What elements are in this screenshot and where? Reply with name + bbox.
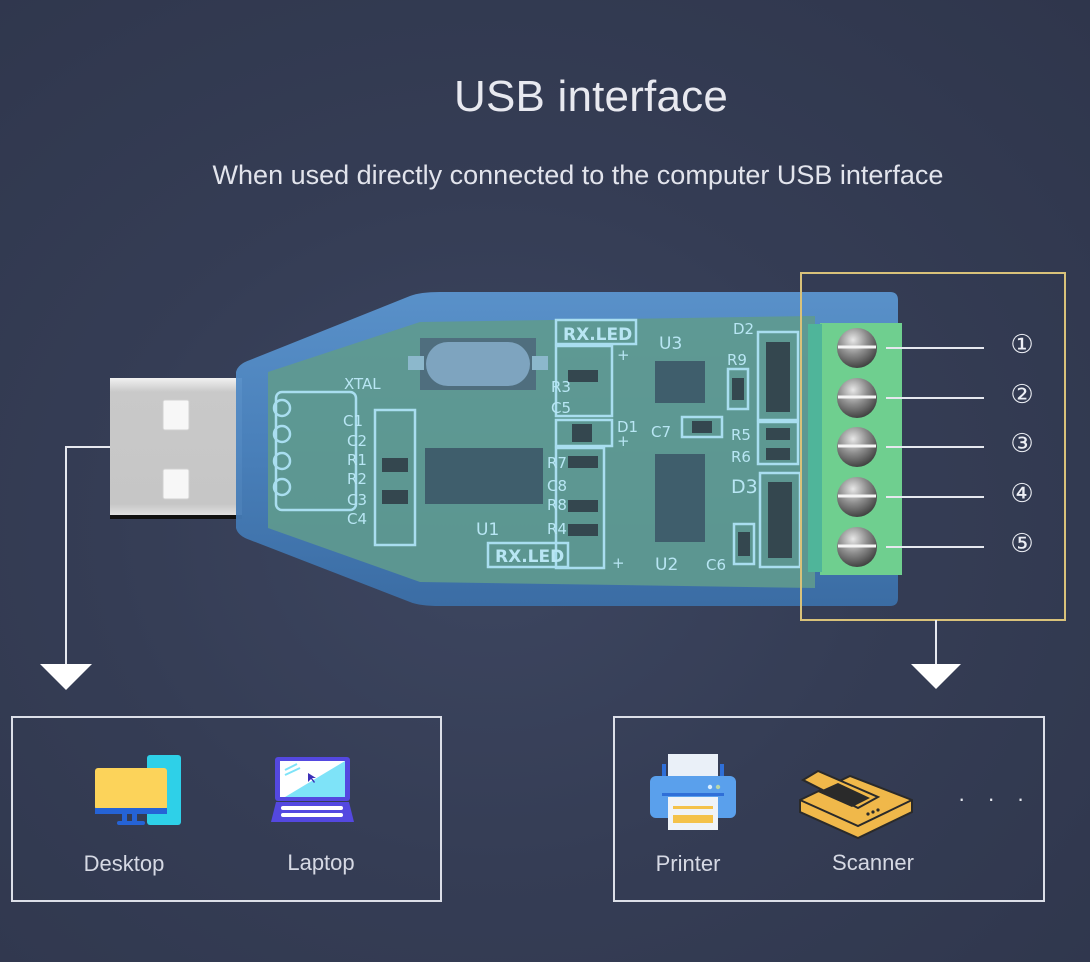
label-c3: C3 bbox=[347, 491, 367, 509]
label-u3: U3 bbox=[659, 334, 682, 354]
label-c7: C7 bbox=[651, 423, 671, 441]
label-c4: C4 bbox=[347, 510, 367, 528]
label-c1: C1 bbox=[343, 412, 363, 430]
arrow-down-icon bbox=[911, 664, 961, 689]
serial-devices-box bbox=[613, 716, 1045, 902]
label-r6: R6 bbox=[731, 448, 751, 466]
label-d3: D3 bbox=[731, 476, 758, 498]
desktop-icon bbox=[95, 755, 181, 825]
label-xtal: XTAL bbox=[344, 375, 381, 393]
label-r2: R2 bbox=[347, 470, 367, 488]
more-devices-ellipsis: · · · bbox=[958, 786, 1033, 811]
device-label-laptop: Laptop bbox=[287, 850, 355, 875]
device-label-desktop: Desktop bbox=[83, 851, 165, 876]
host-connector-arrow bbox=[40, 446, 112, 690]
label-plus: + bbox=[617, 432, 630, 450]
label-d1: D1 bbox=[617, 418, 638, 436]
label-rx-led-bottom: RX.LED bbox=[495, 547, 564, 567]
label-r5: R5 bbox=[731, 426, 751, 444]
label-c2: C2 bbox=[347, 432, 367, 450]
label-c6: C6 bbox=[706, 556, 726, 574]
pin-label-3: ③ bbox=[1010, 429, 1034, 459]
label-r4: R4 bbox=[547, 520, 567, 538]
terminal-block bbox=[808, 323, 984, 575]
label-d2: D2 bbox=[733, 320, 754, 338]
pin-label-5: ⑤ bbox=[1010, 529, 1034, 559]
label-r9: R9 bbox=[727, 351, 747, 369]
label-r1: R1 bbox=[347, 451, 367, 469]
label-c8: C8 bbox=[547, 477, 567, 495]
label-r3: R3 bbox=[551, 378, 571, 396]
arrow-down-icon bbox=[40, 664, 92, 690]
label-plus: + bbox=[617, 346, 630, 364]
device-label-scanner: Scanner bbox=[832, 850, 914, 875]
printer-icon bbox=[650, 754, 736, 830]
usb-plug bbox=[110, 378, 242, 519]
host-devices-box bbox=[11, 716, 442, 902]
scanner-icon bbox=[799, 769, 913, 840]
page-title: USB interface bbox=[453, 72, 729, 121]
page-subtitle: When used directly connected to the comp… bbox=[212, 160, 944, 190]
label-c5: C5 bbox=[551, 399, 571, 417]
label-r8: R8 bbox=[547, 496, 567, 514]
laptop-icon bbox=[271, 757, 354, 822]
cursor-icon bbox=[308, 773, 316, 783]
label-plus: + bbox=[612, 554, 625, 572]
pin-label-1: ① bbox=[1010, 330, 1034, 360]
label-u1: U1 bbox=[476, 520, 499, 540]
pin-label-4: ④ bbox=[1010, 479, 1034, 509]
label-u2: U2 bbox=[655, 555, 678, 575]
adapter-shell: XTAL C1 C2 R1 R2 C3 C4 U1 U3 U2 RX.LED R… bbox=[236, 292, 898, 606]
device-label-printer: Printer bbox=[655, 851, 721, 876]
label-rx-led-top: RX.LED bbox=[563, 325, 632, 345]
terminal-highlight-frame bbox=[800, 272, 1066, 621]
terminal-screws bbox=[837, 328, 877, 567]
device-connector-arrow bbox=[911, 620, 961, 689]
label-r7: R7 bbox=[547, 454, 567, 472]
pin-label-2: ② bbox=[1010, 380, 1034, 410]
